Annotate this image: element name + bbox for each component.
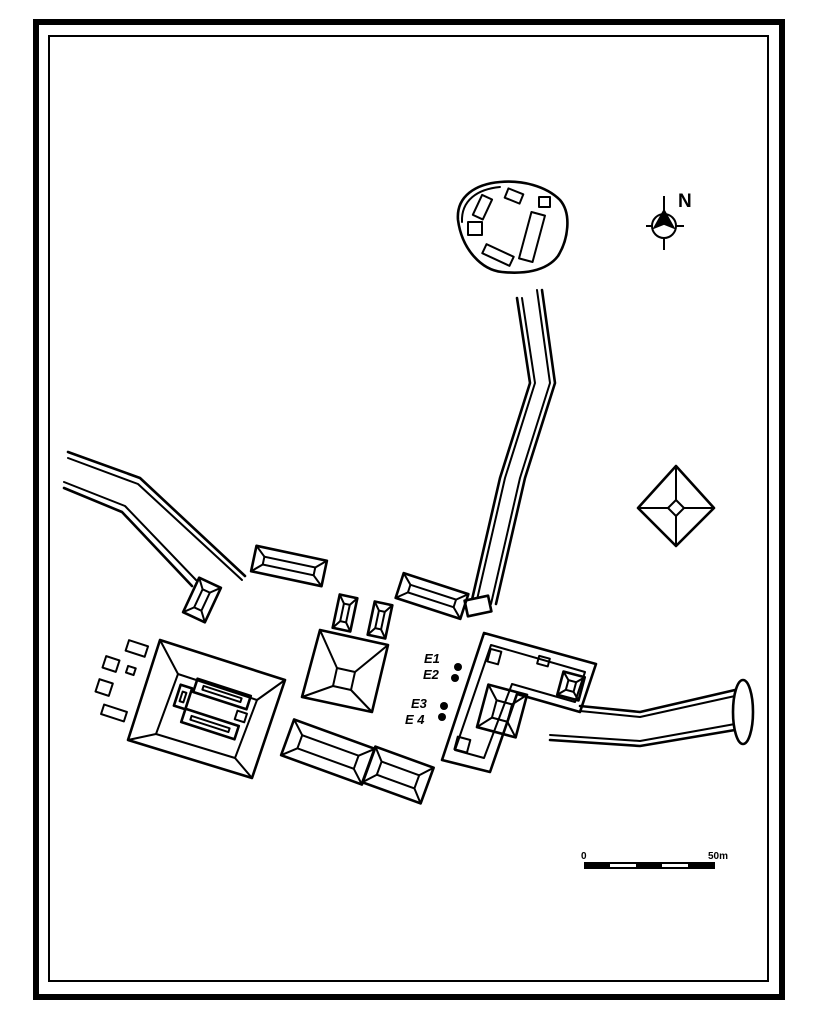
marker-e3: E3 (411, 696, 448, 711)
mound-northeast (394, 571, 470, 621)
marker-e1: E1 (424, 651, 462, 671)
central-pyramid (300, 628, 390, 714)
svg-text:E 4: E 4 (405, 712, 425, 727)
scale-bar: 0 50m (581, 851, 728, 869)
scale-start-label: 0 (581, 851, 587, 862)
west-outbuildings (94, 639, 150, 723)
east-pyramid (636, 464, 716, 548)
mound-west-end (181, 576, 223, 624)
marker-e2: E2 (423, 667, 459, 682)
map-frame (33, 19, 785, 1000)
svg-text:E3: E3 (411, 696, 428, 711)
mound-pair-center (331, 593, 394, 640)
svg-text:E2: E2 (423, 667, 440, 682)
compass-north-icon: N (646, 191, 692, 250)
east-causeway (548, 678, 755, 748)
north-enclosure (456, 180, 569, 274)
north-causeway (463, 288, 557, 618)
mound-northwest (249, 544, 329, 588)
scale-end-label: 50m (708, 851, 728, 862)
excavation-markers: E1 E2 E3 E 4 (405, 651, 462, 727)
east-complex (440, 631, 598, 774)
marker-e4: E 4 (405, 712, 446, 727)
north-label: N (678, 191, 692, 212)
west-platform (126, 638, 287, 780)
svg-text:E1: E1 (424, 651, 440, 666)
south-mounds (279, 718, 435, 805)
west-causeway (62, 450, 247, 588)
